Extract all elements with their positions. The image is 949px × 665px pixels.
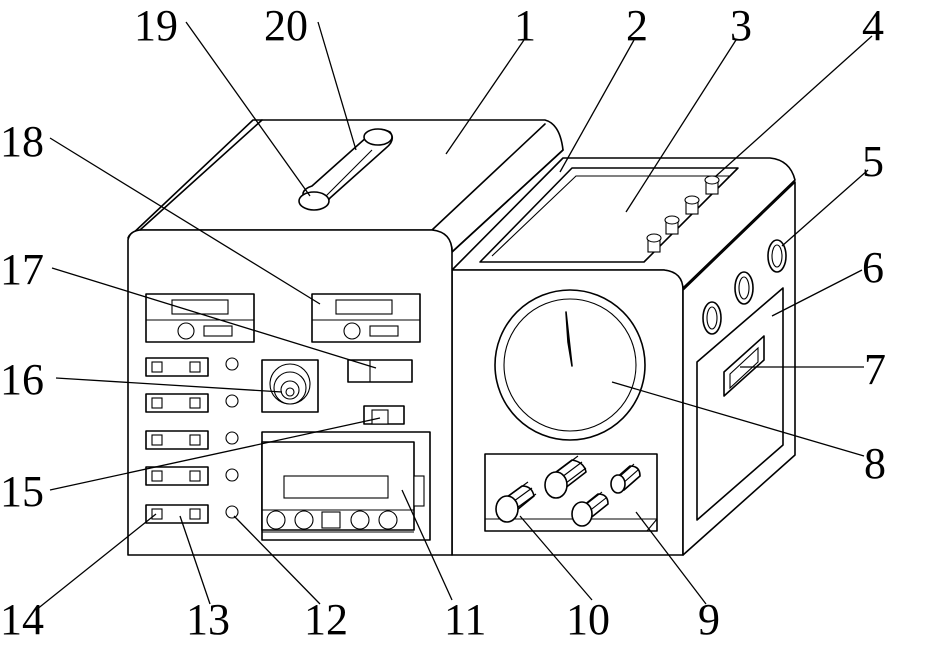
callout-10: 10 — [566, 595, 610, 644]
callout-20: 20 — [264, 1, 308, 50]
callout-13: 13 — [186, 595, 230, 644]
callout-8: 8 — [864, 439, 886, 488]
connector — [364, 406, 404, 424]
rotary-knob — [262, 360, 318, 412]
callout-16: 16 — [0, 355, 44, 404]
switch-block — [146, 431, 208, 449]
control-module — [262, 432, 430, 540]
handle-base — [299, 192, 329, 210]
switch-box — [348, 360, 412, 382]
top-knob — [665, 216, 679, 234]
callout-18: 18 — [0, 117, 44, 166]
leader-14 — [36, 514, 156, 610]
callout-11: 11 — [444, 595, 486, 644]
callout-15: 15 — [0, 467, 44, 516]
top-knob — [647, 234, 661, 252]
leader-4 — [716, 36, 872, 176]
callout-7: 7 — [864, 345, 886, 394]
switch-block — [146, 394, 208, 412]
display-unit — [146, 294, 254, 342]
callout-6: 6 — [862, 243, 884, 292]
callout-14: 14 — [0, 595, 44, 644]
callout-9: 9 — [698, 595, 720, 644]
callout-12: 12 — [304, 595, 348, 644]
switch-block — [146, 467, 208, 485]
callout-19: 19 — [134, 1, 178, 50]
callout-5: 5 — [862, 137, 884, 186]
pressure-gauge — [495, 290, 645, 440]
callout-4: 4 — [862, 1, 884, 50]
leader-2 — [560, 40, 634, 172]
callout-1: 1 — [514, 1, 536, 50]
top-knob — [705, 176, 719, 194]
display-unit — [312, 294, 420, 342]
callout-2: 2 — [626, 1, 648, 50]
callout-3: 3 — [730, 1, 752, 50]
switch-block — [146, 358, 208, 376]
top-knob — [685, 196, 699, 214]
callout-17: 17 — [0, 245, 44, 294]
